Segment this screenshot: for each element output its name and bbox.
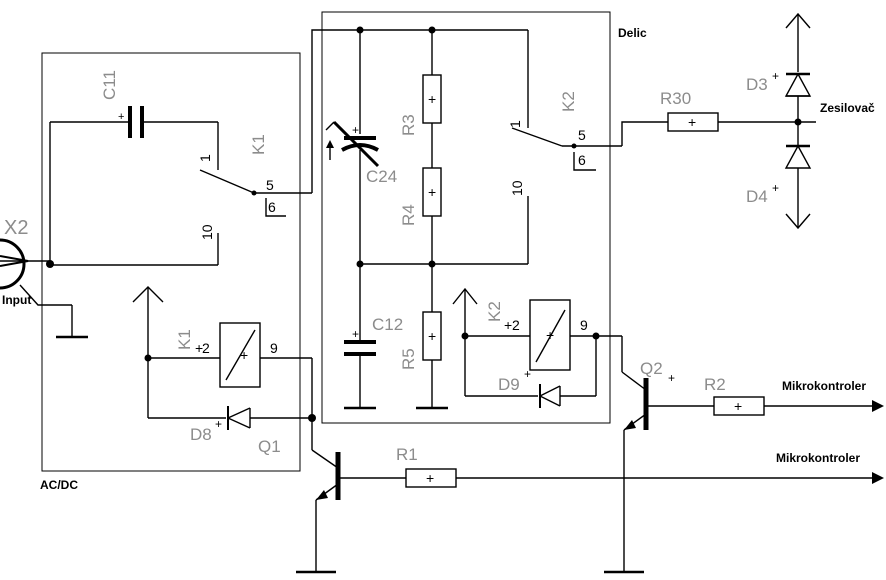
k2-pin10: 10 [509,180,525,196]
d4-label: D4 [746,187,768,206]
k1-pin5: 5 [266,177,274,193]
r4-label: R4 [399,204,418,226]
k2-pin6: 6 [578,152,586,168]
k1-coil-plus2: + [195,340,203,356]
d4-diode [784,144,812,230]
r5-label: R5 [399,348,418,370]
r30-label: R30 [660,89,691,108]
k2-switch [511,30,622,264]
k2-pin1: 1 [507,120,523,128]
k1-coil-label: K1 [175,329,194,350]
q1-transistor [296,418,406,574]
k1-switch [50,122,312,266]
input-net-label: Input [2,293,31,307]
k1-switch-label: K1 [249,134,268,155]
k1-coil-plus-mark: + [240,347,248,363]
r30-resistor [621,112,802,146]
c12-plus-mark: + [352,327,359,341]
d3-plus-mark: + [772,69,779,83]
acdc-block-frame [41,52,301,472]
mikrokontroler-net-label-1: Mikrokontroler [776,451,860,465]
r2-plus-mark: + [734,398,742,414]
r30-plus-mark: + [688,114,696,130]
k2-coil-junction-dot [461,332,469,340]
c24-label: C24 [366,167,397,186]
d9-plus-mark: + [524,367,531,381]
k1-pin1: 1 [197,154,213,162]
delic-divider [325,26,528,410]
k1-pin10: 10 [199,224,215,240]
zesilovac-net-label: Zesilovač [820,101,875,115]
acdc-block-label: AC/DC [40,478,78,492]
d8-label: D8 [190,425,212,444]
x2-connector [0,238,88,339]
k2-coil-plus-mark: + [546,327,554,343]
c12-label: C12 [372,315,403,334]
k1-coil-junction-dot [144,354,152,362]
c11-capacitor [49,106,218,261]
k1-pin6: 6 [268,199,276,215]
d3-diode [784,12,812,146]
delic-block-frame [321,11,611,424]
d9-label: D9 [498,375,520,394]
k1-coil-assembly [132,286,313,430]
k2-coil-pin2: 2 [512,317,520,333]
mikrokontroler-net-label-2: Mikrokontroler [782,379,866,393]
r1-resistor [405,468,884,488]
delic-block-label: Delic [618,26,647,40]
q2-transistor [604,336,714,574]
k2-switch-label: K2 [559,91,578,112]
q1-label: Q1 [258,437,281,456]
x2-label: X2 [4,217,28,239]
c24-plus-mark: + [352,123,359,137]
k2-coil-assembly [452,287,622,408]
r2-label: R2 [704,375,726,394]
q2-label: Q2 [640,359,663,378]
r3-label: R3 [399,114,418,136]
x2-junction-dot [46,260,54,268]
k2-coil-pin9: 9 [580,317,588,333]
k2-coil-plus2: + [504,317,512,333]
k1-coil-pin9: 9 [270,340,278,356]
r1-plus-mark: + [426,470,434,486]
q2-plus-mark: + [668,371,675,385]
d8-plus-mark: + [215,417,222,431]
top-rail-wire [311,29,528,193]
d3-label: D3 [746,75,768,94]
r2-resistor [713,396,884,416]
k2-pin5: 5 [578,127,586,143]
c11-label: C11 [100,70,119,100]
d4-plus-mark: + [772,181,779,195]
k1-coil-pin2: 2 [202,340,210,356]
r5-plus-mark: + [428,328,436,344]
r3-plus-mark: + [428,91,436,107]
c11-plus-mark: + [118,111,124,123]
r1-label: R1 [396,445,418,464]
r4-plus-mark: + [428,184,436,200]
k2-coil-label: K2 [485,301,504,322]
